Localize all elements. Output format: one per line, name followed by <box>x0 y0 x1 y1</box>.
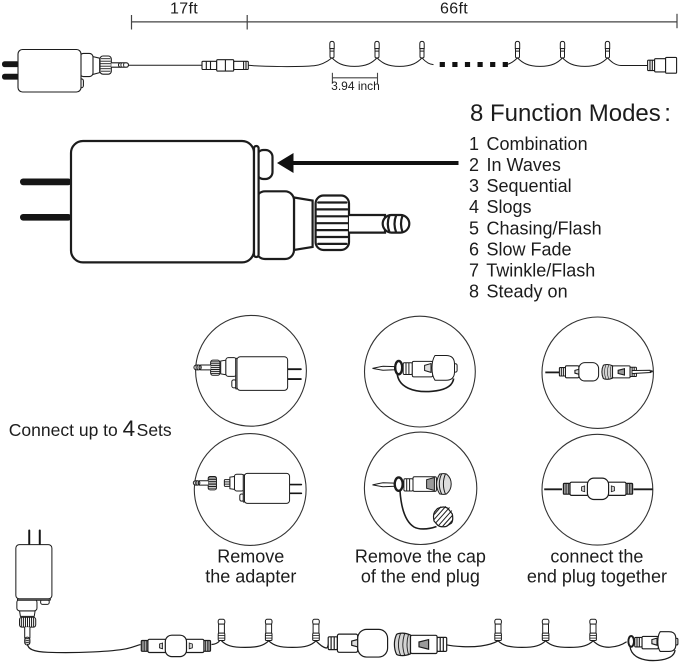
svg-text:of the end plug: of the end plug <box>361 566 480 586</box>
svg-text:Remove the cap: Remove the cap <box>355 547 486 567</box>
svg-text:3.94 inch: 3.94 inch <box>331 79 380 93</box>
svg-text:end plug together: end plug together <box>527 566 667 586</box>
svg-text:Remove: Remove <box>217 547 284 567</box>
svg-text:8 Steady on: 8 Steady on <box>469 282 568 302</box>
svg-text:17ft: 17ft <box>170 1 198 18</box>
svg-text:8 Function Modes:: 8 Function Modes: <box>470 100 671 127</box>
svg-text:66ft: 66ft <box>440 1 468 18</box>
svg-text:3 Sequential: 3 Sequential <box>469 176 572 196</box>
svg-text:2 In Waves: 2 In Waves <box>469 155 561 175</box>
svg-text:Connect up to 4Sets: Connect up to 4Sets <box>9 416 172 441</box>
svg-text:connect the: connect the <box>550 547 643 567</box>
svg-text:6 Slow Fade: 6 Slow Fade <box>469 239 572 259</box>
svg-text:the adapter: the adapter <box>205 566 296 586</box>
svg-text:7 Twinkle/Flash: 7 Twinkle/Flash <box>469 261 595 281</box>
svg-text:4 Slogs: 4 Slogs <box>469 197 532 217</box>
svg-text:5 Chasing/Flash: 5 Chasing/Flash <box>469 218 602 238</box>
svg-text:1 Combination: 1 Combination <box>469 134 588 154</box>
